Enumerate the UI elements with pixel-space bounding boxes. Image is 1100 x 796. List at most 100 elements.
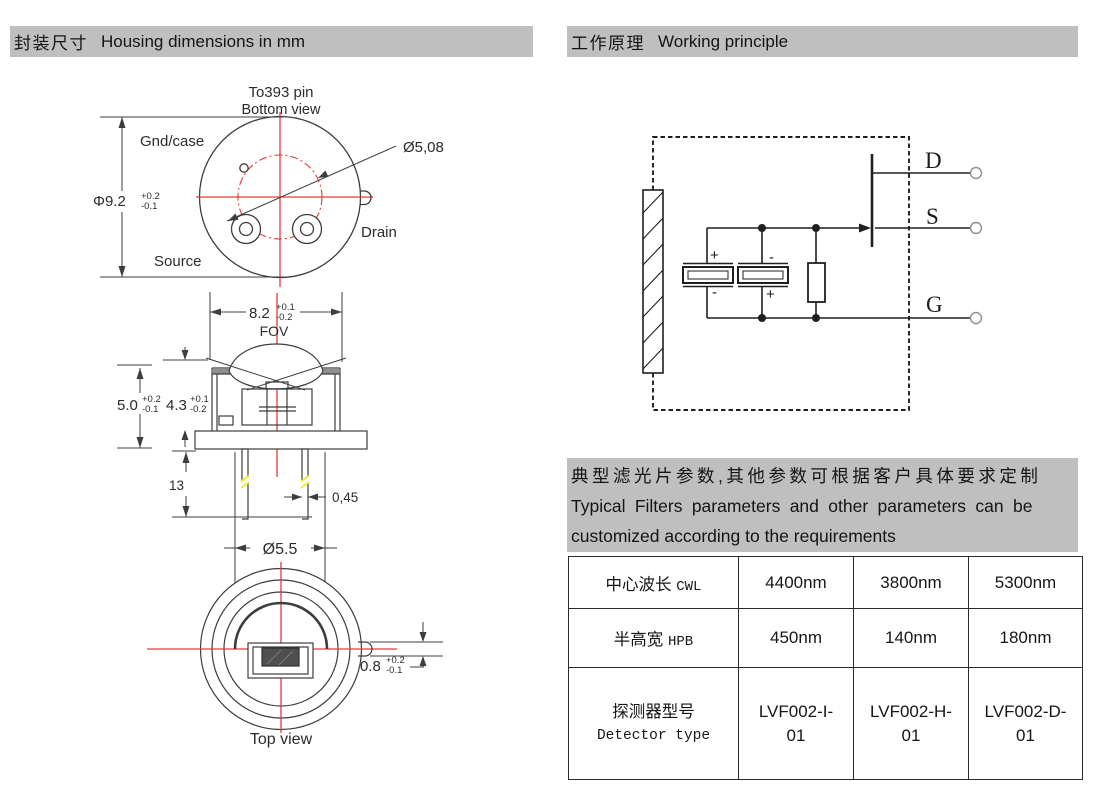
- housing-drawings: To393 pin Bottom view: [93, 84, 444, 748]
- cwl-label-en: CWL: [676, 578, 702, 595]
- cell-detector-3: LVF002-D- 01: [968, 667, 1083, 780]
- lead-length-dimension: [172, 450, 312, 518]
- fov-width-value: 8.2: [249, 305, 270, 322]
- body-diameter-value: Φ9.2: [93, 193, 126, 210]
- chip-sheen: [266, 649, 294, 666]
- cwl-label-zh: 中心波长: [605, 575, 672, 594]
- body-diameter-dimension: [100, 116, 284, 278]
- fov-width-dimension: [209, 292, 343, 362]
- package-boundary-dashed: [652, 136, 910, 411]
- detector-chip: [261, 647, 300, 667]
- lead-right: [300, 448, 310, 520]
- hpb-label-en: HPB: [668, 634, 694, 650]
- row-label-detector-type: 探测器型号 Detector type: [568, 667, 739, 780]
- case-tab: [360, 190, 372, 206]
- detector-3-line2: 01: [1016, 725, 1035, 745]
- cell-cwl-2: 3800nm: [853, 556, 969, 609]
- lead-length-value: 13: [169, 478, 184, 493]
- pin-circle-diameter-label: Ø5,08: [403, 139, 444, 156]
- cell-detector-2: LVF002-H- 01: [853, 667, 969, 780]
- row-label-hpb: 半高宽 HPB: [568, 608, 739, 668]
- pyro-element-2: [737, 262, 789, 288]
- working-header-en: Working principle: [658, 31, 789, 51]
- element1-plus-sign: +: [710, 247, 719, 264]
- index-hole: [239, 163, 249, 173]
- cell-cwl-3: 5300nm: [968, 556, 1083, 609]
- terminal-circle-d: [969, 166, 983, 180]
- pin-drain: [291, 213, 323, 245]
- housing-header-en: Housing dimensions in mm: [101, 31, 306, 51]
- filters-note: 典型滤光片参数,其他参数可根据客户具体要求定制 Typical Filters …: [567, 458, 1078, 552]
- junction-dots: [758, 224, 820, 322]
- element2-minus-sign: -: [769, 249, 774, 266]
- detector-1-line2: 01: [786, 725, 806, 745]
- filters-note-en-line1: Typical Filters parameters and other par…: [571, 496, 1033, 516]
- cell-hpb-1: 450nm: [738, 608, 854, 668]
- terminal-label-d: D: [925, 148, 942, 173]
- lens-window-arc: [233, 601, 329, 650]
- total-height-value: 5.0: [117, 397, 138, 414]
- pyro-element-1: [682, 262, 734, 288]
- terminal-pins: [969, 166, 983, 325]
- table-row-cwl: 中心波长 CWL 4400nm 3800nm 5300nm: [568, 556, 1083, 609]
- terminal-label-s: S: [926, 204, 939, 229]
- top-view-caption: Top view: [250, 731, 313, 748]
- side-view-drawing: 8.2 +0.1 -0.2 FOV: [117, 292, 368, 520]
- housing-section-header: 封装尺寸 Housing dimensions in mm: [10, 26, 533, 57]
- chip-pedestal: [218, 381, 313, 426]
- terminal-label-g: G: [926, 292, 943, 317]
- source-label: Source: [154, 253, 202, 270]
- working-principle-circuit: D S G + - - +: [642, 136, 983, 411]
- jfet-symbol: [859, 154, 874, 247]
- body-diameter-tol-minus: -0.1: [141, 201, 157, 212]
- lead-width-value: 0,45: [332, 490, 358, 505]
- detector-1-line1: LVF002-I-: [758, 701, 834, 721]
- working-header-zh: 工作原理: [571, 34, 645, 53]
- fov-width-tol-minus: -0.2: [276, 312, 292, 323]
- cap-height-dimension: [163, 347, 208, 447]
- detector-3-line1: LVF002-D-: [984, 701, 1067, 721]
- filters-parameters-table: 中心波长 CWL 4400nm 3800nm 5300nm 半高宽 HPB 45…: [568, 556, 1083, 780]
- cap-height-tol-plus: +0.1: [190, 394, 209, 405]
- terminal-circle-g: [969, 311, 983, 325]
- detector-label-zh: 探测器型号: [612, 702, 695, 721]
- cell-cwl-1: 4400nm: [738, 556, 854, 609]
- gnd-case-label: Gnd/case: [140, 133, 204, 150]
- cell-detector-1: LVF002-I- 01: [738, 667, 854, 780]
- tab-width-value: 0.8: [360, 658, 381, 675]
- pin-circle-leader: [226, 145, 397, 222]
- bottom-view-drawing: To393 pin Bottom view: [93, 84, 444, 287]
- detector-label-en: Detector type: [596, 727, 711, 744]
- element2-plus-sign: +: [766, 286, 775, 303]
- filter-window: [642, 189, 664, 374]
- top-view-drawing: Ø5.5: [147, 452, 443, 748]
- bottom-view-title-line2: Bottom view: [242, 102, 321, 118]
- cell-hpb-2: 140nm: [853, 608, 969, 668]
- fov-label: FOV: [260, 323, 289, 339]
- lens-dome: [228, 343, 324, 390]
- gate-resistor: [807, 262, 826, 303]
- element1-minus-sign: -: [712, 284, 717, 301]
- bottom-view-centerlines: [196, 112, 373, 287]
- circuit-wires: [706, 172, 970, 319]
- detector-2-line2: 01: [901, 725, 921, 745]
- pin-circle-dashed: [237, 154, 323, 240]
- table-row-detector-type: 探测器型号 Detector type LVF002-I- 01 LVF002-…: [568, 667, 1083, 780]
- table-row-hpb: 半高宽 HPB 450nm 140nm 180nm: [568, 608, 1083, 668]
- bottom-view-title-line1: To393 pin: [248, 84, 313, 101]
- lead-left: [240, 448, 250, 520]
- cap-height-value: 4.3: [166, 397, 187, 414]
- body-diameter-tol-plus: +0.2: [141, 191, 160, 202]
- filters-note-zh: 典型滤光片参数,其他参数可根据客户具体要求定制: [571, 466, 1042, 486]
- total-height-tol-minus: -0.1: [142, 404, 158, 415]
- cap-height-tol-minus: -0.2: [190, 404, 206, 415]
- lead-width-dimension: [284, 493, 326, 501]
- housing-header-zh: 封装尺寸: [14, 34, 88, 53]
- pin-source: [230, 213, 262, 245]
- top-tab: [358, 641, 443, 657]
- tab-width-dimension: [410, 622, 427, 668]
- cell-hpb-3: 180nm: [968, 608, 1083, 668]
- fov-width-tol-plus: +0.1: [276, 302, 295, 313]
- hpb-label-zh: 半高宽: [613, 631, 664, 649]
